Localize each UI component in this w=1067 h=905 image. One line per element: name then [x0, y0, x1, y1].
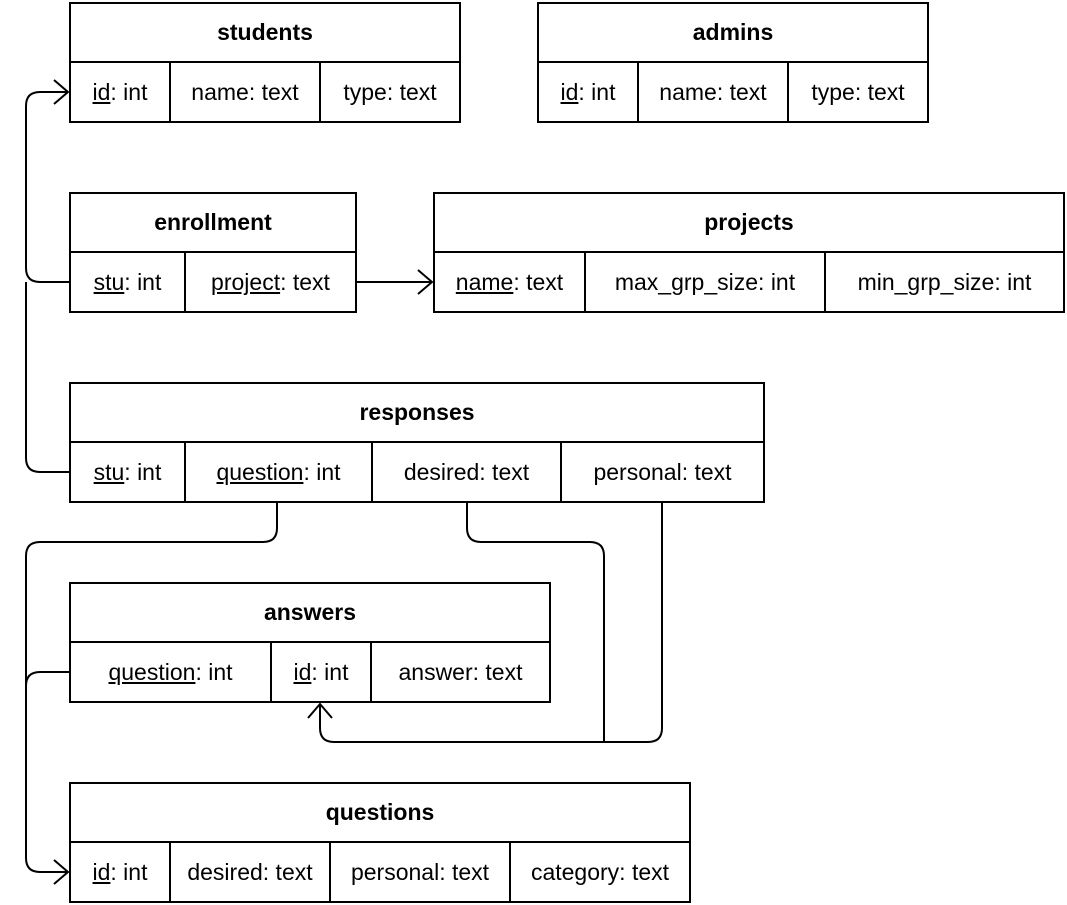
connector-responses-personal-to-answers-id — [604, 502, 663, 743]
column-name: max_grp_size — [614, 268, 759, 295]
arrowhead-projects-name — [417, 269, 434, 295]
column-type: : text — [248, 78, 299, 105]
column-name: stu — [93, 458, 125, 485]
column-cell: stu : int — [71, 443, 186, 501]
column-name: id — [92, 858, 111, 885]
table-title: enrollment — [71, 194, 355, 253]
table-responses: responses stu : int question : int desir… — [69, 382, 765, 503]
column-type: : int — [311, 658, 349, 685]
table-admins: admins id : int name : text type : text — [537, 2, 929, 123]
column-cell: type : text — [789, 63, 927, 121]
column-name: id — [293, 658, 312, 685]
column-name: id — [560, 78, 579, 105]
arrowhead-students-id — [53, 79, 70, 105]
column-name: type — [343, 78, 387, 105]
column-cell: name : text — [171, 63, 321, 121]
column-cell: max_grp_size : int — [586, 253, 826, 311]
column-cell: name : text — [639, 63, 789, 121]
column-name: personal — [350, 858, 440, 885]
column-type: : text — [681, 458, 732, 485]
column-type: : text — [854, 78, 905, 105]
connector-answers-question-to-questions — [25, 671, 70, 720]
column-name: personal — [593, 458, 682, 485]
column-cell: desired : text — [171, 843, 331, 901]
column-cell: desired : text — [373, 443, 562, 501]
table-row: question : int id : int answer : text — [71, 643, 549, 701]
table-enrollment: enrollment stu : int project : text — [69, 192, 357, 313]
table-questions: questions id : int desired : text person… — [69, 782, 691, 903]
column-type: : text — [439, 858, 490, 885]
column-name: question — [216, 458, 304, 485]
column-type: : text — [262, 858, 313, 885]
column-type: : text — [513, 268, 564, 295]
column-type: : text — [386, 78, 437, 105]
column-type: : text — [619, 858, 670, 885]
column-type: : int — [758, 268, 796, 295]
column-name: name — [455, 268, 514, 295]
column-cell: id : int — [539, 63, 639, 121]
table-row: stu : int question : int desired : text … — [71, 443, 763, 501]
column-type: : text — [479, 458, 530, 485]
column-cell: id : int — [272, 643, 372, 701]
column-type: : int — [303, 458, 341, 485]
column-type: : text — [280, 268, 330, 295]
table-title: admins — [539, 4, 927, 63]
column-type: : int — [195, 658, 233, 685]
table-students: students id : int name : text type : tex… — [69, 2, 461, 123]
table-projects: projects name : text max_grp_size : int … — [433, 192, 1065, 313]
column-cell: answer : text — [372, 643, 549, 701]
column-name: name — [191, 78, 249, 105]
table-row: id : int desired : text personal : text … — [71, 843, 689, 901]
column-type: : int — [124, 458, 162, 485]
column-type: : int — [578, 78, 616, 105]
table-title: answers — [71, 584, 549, 643]
column-name: min_grp_size — [857, 268, 995, 295]
column-name: answer — [398, 658, 473, 685]
column-name: desired — [403, 458, 480, 485]
column-cell: name : text — [435, 253, 586, 311]
column-cell: project : text — [186, 253, 355, 311]
table-row: stu : int project : text — [71, 253, 355, 311]
column-type: : text — [472, 658, 523, 685]
connector-responses-question-to-questions-id — [25, 502, 278, 873]
column-cell: id : int — [71, 843, 171, 901]
column-cell: id : int — [71, 63, 171, 121]
column-name: stu — [93, 268, 125, 295]
column-cell: min_grp_size : int — [826, 253, 1063, 311]
column-type: : int — [110, 858, 148, 885]
column-cell: category : text — [511, 843, 689, 901]
column-type: : int — [994, 268, 1032, 295]
arrowhead-questions-id — [53, 859, 70, 885]
column-name: name — [659, 78, 717, 105]
column-name: project — [211, 268, 281, 295]
column-cell: type : text — [321, 63, 459, 121]
table-title: questions — [71, 784, 689, 843]
table-title: responses — [71, 384, 763, 443]
column-name: question — [108, 658, 196, 685]
connector-responses-stu-to-students-id — [25, 282, 70, 473]
table-row: name : text max_grp_size : int min_grp_s… — [435, 253, 1063, 311]
table-title: students — [71, 4, 459, 63]
connector-enrollment-stu-to-students-id — [25, 91, 70, 283]
column-name: type — [811, 78, 855, 105]
column-cell: personal : text — [562, 443, 763, 501]
column-cell: stu : int — [71, 253, 186, 311]
column-type: : text — [716, 78, 767, 105]
connector-responses-desired-to-answers-id — [319, 502, 605, 743]
column-name: desired — [187, 858, 263, 885]
table-title: projects — [435, 194, 1063, 253]
column-name: id — [92, 78, 111, 105]
table-row: id : int name : text type : text — [539, 63, 927, 121]
column-name: category — [530, 858, 620, 885]
column-cell: question : int — [71, 643, 272, 701]
column-type: : int — [124, 268, 162, 295]
column-type: : int — [110, 78, 148, 105]
column-cell: question : int — [186, 443, 373, 501]
table-row: id : int name : text type : text — [71, 63, 459, 121]
table-answers: answers question : int id : int answer :… — [69, 582, 551, 703]
arrowhead-answers-id — [307, 702, 333, 719]
column-cell: personal : text — [331, 843, 511, 901]
